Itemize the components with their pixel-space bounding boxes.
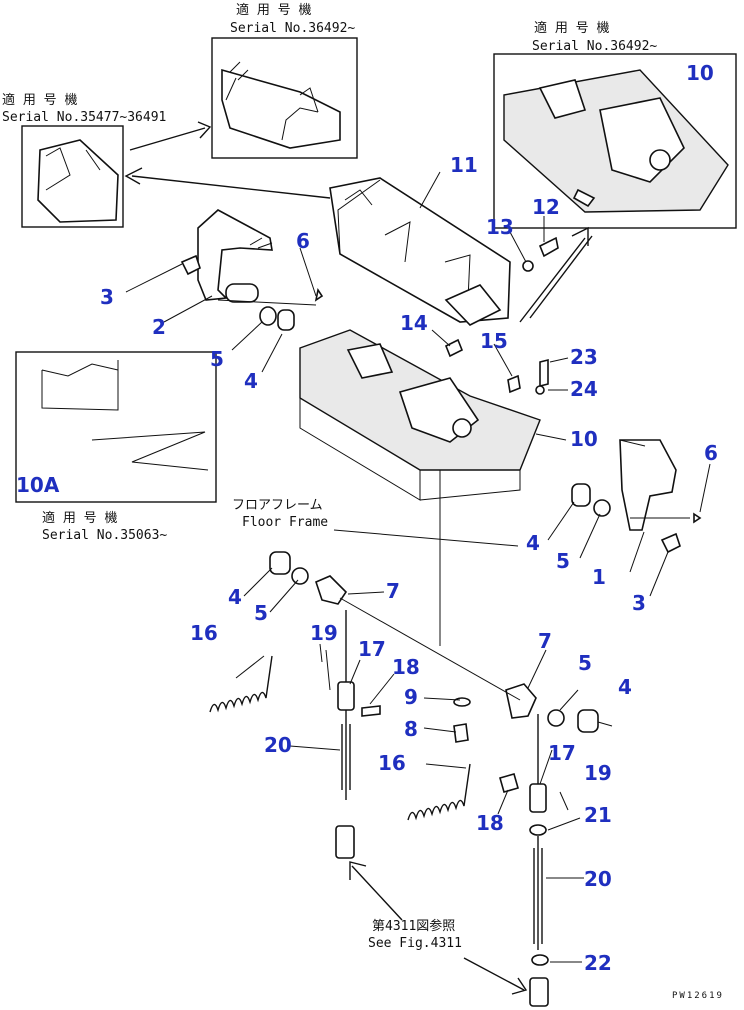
floor-plate-part-10 (299, 329, 541, 501)
callout-20-right: 20 (584, 867, 612, 891)
callout-11: 11 (450, 153, 478, 177)
callout-15: 15 (480, 329, 508, 353)
callout-3-left: 3 (100, 285, 114, 309)
callout-18-lower: 18 (476, 811, 504, 835)
floor-frame-label-jp: フロアフレーム (232, 498, 323, 513)
serial-jp-top-right: 適 用 号 機 (534, 20, 609, 36)
callout-4-left: 4 (228, 585, 242, 609)
see-fig-label-en: See Fig.4311 (368, 936, 462, 951)
callout-8: 8 (404, 717, 418, 741)
callout-10A: 10A (16, 473, 60, 497)
serial-en-lower-left: Serial No.35063~ (42, 528, 167, 543)
callout-4-lower: 4 (618, 675, 632, 699)
callout-7-left: 7 (386, 579, 400, 603)
callout-16-right: 16 (378, 751, 406, 775)
callout-6-right: 6 (704, 441, 718, 465)
callout-3-right: 3 (632, 591, 646, 615)
inset-left: 適 用 号 機 Serial No.35477~36491 (2, 92, 166, 228)
rods (335, 610, 549, 1007)
callout-17-left: 17 (358, 637, 386, 661)
callout-14: 14 (400, 311, 428, 335)
serial-en-left: Serial No.35477~36491 (2, 110, 166, 125)
callouts: 10 11 13 12 6 3 2 14 15 23 24 5 4 10 6 1… (16, 61, 718, 975)
callout-10-mid: 10 (570, 427, 598, 451)
callout-17-right: 17 (548, 741, 576, 765)
callout-20-left: 20 (264, 733, 292, 757)
callout-4-upper: 4 (244, 369, 258, 393)
serial-en-top-right: Serial No.36492~ (532, 39, 657, 54)
callout-24: 24 (570, 377, 598, 401)
inset-lower-left: 適 用 号 機 Serial No.35063~ (15, 351, 217, 543)
levers (315, 575, 537, 719)
callout-9: 9 (404, 685, 418, 709)
hardware (180, 236, 702, 554)
callout-4-right: 4 (526, 531, 540, 555)
callout-13: 13 (486, 215, 514, 239)
pins-bolts (325, 649, 569, 811)
bushings (259, 306, 611, 733)
cover-part-11 (329, 177, 511, 326)
callout-22: 22 (584, 951, 612, 975)
drawing-code: PW12619 (672, 991, 724, 1001)
callout-16-left: 16 (190, 621, 218, 645)
callout-5-upper: 5 (210, 347, 224, 371)
callout-5-left: 5 (254, 601, 268, 625)
leader-lines (125, 171, 711, 963)
inset-top-right: 適 用 号 機 Serial No.36492~ (493, 20, 737, 229)
serial-jp-top-center: 適 用 号 機 (236, 2, 311, 18)
inset-top-center: 適 用 号 機 Serial No.36492~ (211, 2, 358, 159)
floor-frame-label-en: Floor Frame (242, 515, 328, 530)
callout-18-upper: 18 (392, 655, 420, 679)
callout-2: 2 (152, 315, 166, 339)
callout-7-right: 7 (538, 629, 552, 653)
callout-5-right: 5 (556, 549, 570, 573)
callout-23: 23 (570, 345, 598, 369)
arrows (124, 121, 593, 323)
callout-21: 21 (584, 803, 612, 827)
callout-1: 1 (592, 565, 606, 589)
serial-jp-left: 適 用 号 機 (2, 92, 77, 108)
callout-5-lower: 5 (578, 651, 592, 675)
serial-jp-lower-left: 適 用 号 機 (42, 510, 117, 526)
callout-19-right: 19 (584, 761, 612, 785)
callout-19-left: 19 (310, 621, 338, 645)
see-fig-label-jp: 第4311図参照 (372, 918, 455, 934)
serial-en-top-center: Serial No.36492~ (230, 21, 355, 36)
springs (209, 655, 471, 821)
callout-6-left: 6 (296, 229, 310, 253)
callout-10-top: 10 (686, 61, 714, 85)
callout-12: 12 (532, 195, 560, 219)
pedal-parts (197, 209, 690, 531)
see-fig-arrows (349, 861, 528, 995)
